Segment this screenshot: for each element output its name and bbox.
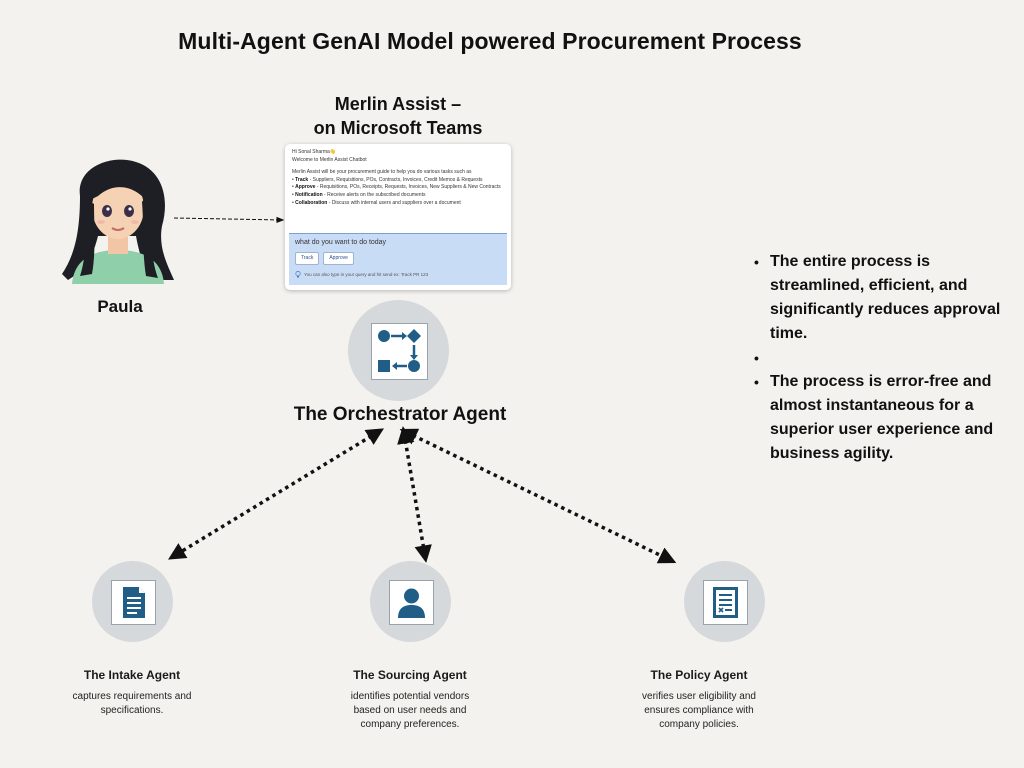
chat-item-label: Track bbox=[295, 176, 309, 183]
intake-agent-title: The Intake Agent bbox=[83, 668, 181, 682]
chat-item-notification: • Notification - Receive alerts on the s… bbox=[292, 191, 426, 198]
orchestrator-policy-connector bbox=[399, 428, 677, 564]
intake-agent-desc-line: specifications. bbox=[100, 705, 164, 716]
intake-agent-desc: captures requirements and specifications… bbox=[52, 690, 212, 718]
chat-item-label: Collaboration bbox=[295, 199, 328, 206]
orchestrator-intake-connector bbox=[168, 428, 384, 560]
user-avatar-icon bbox=[62, 159, 174, 284]
chat-intro: Merlin Assist will be your procurement g… bbox=[292, 169, 472, 176]
intake-agent-circle bbox=[92, 561, 173, 642]
orchestrator-sourcing-connector bbox=[397, 426, 432, 563]
summary-bullet-empty bbox=[752, 346, 1002, 370]
policy-agent-desc-line: ensures compliance with bbox=[644, 705, 754, 716]
chat-item-track: • Track - Suppliers, Requisitions, POs, … bbox=[292, 176, 483, 183]
person-icon bbox=[398, 588, 425, 618]
summary-bullet: The entire process is streamlined, effic… bbox=[752, 250, 1002, 346]
workflow-icon bbox=[378, 329, 421, 372]
chat-item-approve: • Approve - Requisitions, POs, Receipts,… bbox=[292, 184, 501, 191]
teams-caption: Merlin Assist – on Microsoft Teams bbox=[290, 92, 506, 140]
sourcing-agent-desc: identifies potential vendors based on us… bbox=[330, 690, 490, 732]
chat-card: Hi Sonal Sharma👋 Welcome to Merlin Assis… bbox=[285, 144, 511, 290]
chat-item-text: - Discuss with internal users and suppli… bbox=[327, 199, 461, 206]
sourcing-icon-box bbox=[389, 580, 434, 625]
chat-hint-text: You can also type in your query and hit … bbox=[304, 272, 429, 278]
chat-item-text: - Suppliers, Requisitions, POs, Contract… bbox=[308, 176, 483, 183]
chat-item-label: Approve bbox=[295, 184, 316, 191]
policy-icon-box bbox=[703, 580, 748, 625]
sourcing-agent-desc-line: identifies potential vendors bbox=[350, 691, 470, 702]
chat-adaptive-card: what do you want to do today Track Appro… bbox=[289, 233, 507, 285]
page-title: Multi-Agent GenAI Model powered Procurem… bbox=[178, 28, 802, 54]
chat-hint: You can also type in your query and hit … bbox=[295, 271, 501, 279]
policy-agent-desc: verifies user eligibility and ensures co… bbox=[619, 690, 779, 732]
policy-agent-desc-line: verifies user eligibility and bbox=[642, 691, 756, 702]
approve-button[interactable]: Approve bbox=[323, 251, 354, 266]
chat-greeting: Hi Sonal Sharma👋 bbox=[292, 149, 337, 155]
track-button[interactable]: Track bbox=[295, 251, 320, 266]
chat-question: what do you want to do today bbox=[295, 239, 387, 246]
policy-agent-desc-line: company policies. bbox=[659, 719, 739, 730]
teams-caption-line2: on Microsoft Teams bbox=[313, 118, 483, 138]
sourcing-agent-desc-line: based on user needs and bbox=[353, 705, 467, 716]
chat-item-text: - Requisitions, POs, Receipts, Requests,… bbox=[315, 184, 501, 191]
document-icon bbox=[123, 587, 145, 618]
intake-agent-desc-line: captures requirements and bbox=[72, 691, 192, 702]
chat-item-text: - Receive alerts on the subscribed docum… bbox=[322, 191, 426, 198]
chat-item-collaboration: • Collaboration - Discuss with internal … bbox=[292, 199, 461, 206]
summary-bullet: The process is error-free and almost ins… bbox=[752, 370, 1002, 466]
sourcing-agent-title: The Sourcing Agent bbox=[353, 668, 467, 682]
policy-agent-title: The Policy Agent bbox=[650, 668, 748, 682]
teams-caption-line1: Merlin Assist – bbox=[334, 94, 462, 114]
user-name: Paula bbox=[97, 297, 143, 316]
lightbulb-icon bbox=[295, 271, 301, 278]
summary-bullets: The entire process is streamlined, effic… bbox=[752, 250, 1002, 466]
chat-welcome: Welcome to Merlin Assist Chatbot bbox=[292, 156, 367, 163]
chat-item-label: Notification bbox=[295, 191, 323, 198]
policy-agent-circle bbox=[684, 561, 765, 642]
orchestrator-icon-box bbox=[371, 323, 428, 380]
user-to-chat-connector bbox=[173, 216, 285, 224]
sourcing-agent-desc-line: company preferences. bbox=[360, 719, 460, 730]
orchestrator-agent-label: The Orchestrator Agent bbox=[293, 404, 507, 425]
orchestrator-agent-circle bbox=[348, 300, 449, 401]
sourcing-agent-circle bbox=[370, 561, 451, 642]
intake-icon-box bbox=[111, 580, 156, 625]
checklist-icon bbox=[713, 587, 738, 618]
